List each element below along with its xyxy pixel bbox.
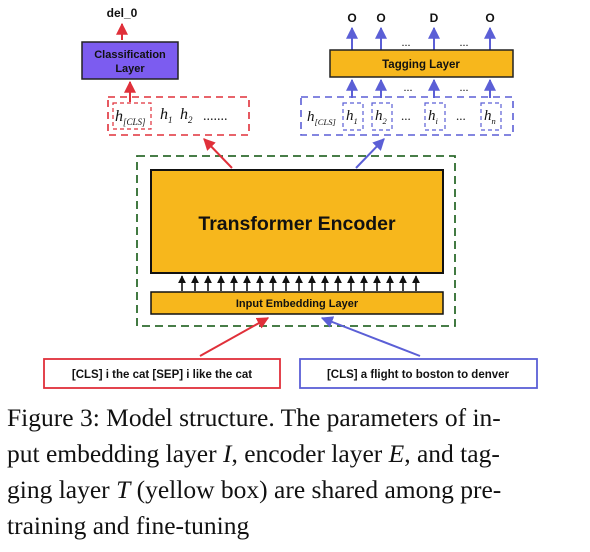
input-embedding-layer-box (150, 291, 444, 315)
right-hidden-dots-1: ... (401, 108, 411, 123)
figure-caption: Figure 3: Model structure. The parameter… (7, 400, 579, 544)
left-hidden-dots: ....... (203, 109, 228, 124)
classification-layer-label-line2: Layer (115, 63, 145, 75)
right-h1: h1 (346, 108, 358, 126)
tag-input-gap-dots-1: ... (404, 80, 413, 94)
tag-output-4: O (485, 11, 494, 25)
right-h-cls: h[CLS] (307, 109, 336, 127)
left-hidden-states-box (107, 96, 250, 136)
left-h-cls-box (112, 102, 152, 130)
right-hidden-dots-2: ... (456, 108, 466, 123)
tag-output-1: O (347, 11, 356, 25)
pretrain-input-text: [CLS] i the cat [SEP] i like the cat (72, 369, 252, 381)
classification-output-label: del_0 (107, 6, 138, 20)
right-hi-box (424, 102, 446, 131)
tagging-layer-label: Tagging Layer (382, 59, 460, 71)
finetune-input-arrow (320, 316, 421, 357)
pretrain-input-box (43, 358, 281, 389)
transformer-encoder-box (150, 169, 444, 274)
right-hn-box (480, 102, 502, 131)
pretrain-input-arrow (199, 317, 270, 357)
right-hi: hi (428, 108, 439, 126)
model-structure-diagram: del_0 Classification Layer h[CLS] h1 h2 … (43, 6, 538, 389)
caption-line-3: ging layer T (yellow box) are shared amo… (7, 475, 502, 504)
classification-layer-box (81, 41, 179, 80)
shared-parameters-dashed-box (136, 155, 456, 327)
tag-output-3: D (430, 11, 439, 25)
caption-line-1: Figure 3: Model structure. The parameter… (7, 403, 501, 432)
left-h2: h2 (180, 106, 193, 125)
right-h2: h2 (375, 108, 388, 126)
right-hn: hn (484, 108, 496, 126)
classification-layer-label-line1: Classification (94, 49, 166, 61)
embedding-to-encoder-arrows (178, 275, 420, 291)
tag-output-2: O (376, 11, 385, 25)
caption-line-2: put embedding layer I, encoder layer E, … (7, 439, 500, 468)
finetune-input-text: [CLS] a flight to boston to denver (327, 369, 510, 381)
finetune-input-box (299, 358, 538, 389)
tag-output-gap-dots-1: ... (402, 35, 411, 49)
encoder-to-left-hidden-arrow (203, 138, 233, 169)
left-h1: h1 (160, 106, 173, 125)
input-embedding-layer-label: Input Embedding Layer (236, 298, 359, 310)
tagging-layer-box (329, 49, 514, 78)
caption-line-4: training and fine-tuning (7, 511, 250, 540)
right-h1-box (342, 102, 364, 131)
left-h-cls: h[CLS] (115, 108, 146, 127)
tag-input-gap-dots-2: ... (460, 80, 469, 94)
transformer-encoder-label: Transformer Encoder (198, 213, 396, 235)
right-h2-box (371, 102, 393, 131)
right-hidden-states-box (300, 96, 514, 136)
encoder-to-right-hidden-arrow (355, 138, 385, 169)
tag-output-gap-dots-2: ... (460, 35, 469, 49)
